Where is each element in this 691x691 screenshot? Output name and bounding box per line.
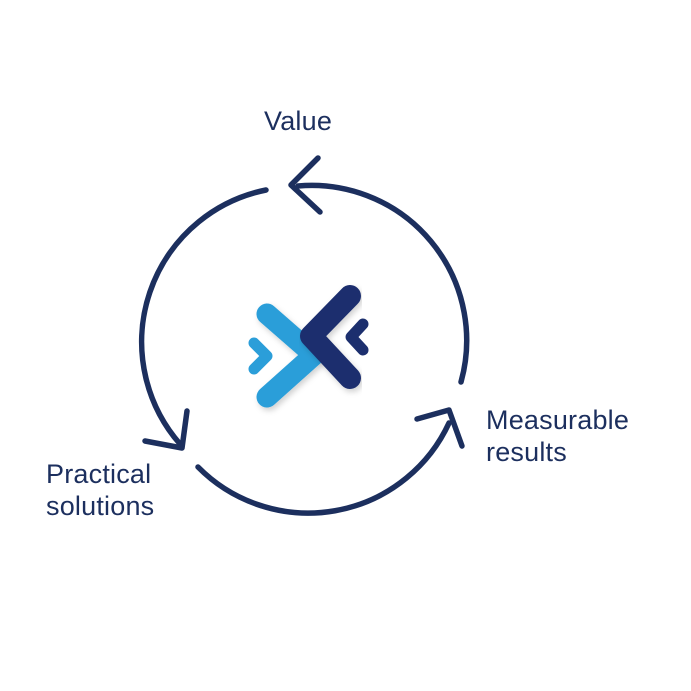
stage-label-line: Measurable — [486, 405, 630, 435]
arc-practical-to-measurable — [195, 420, 452, 516]
stage-label-value: Value — [264, 105, 332, 137]
stage-label-measurable-results: Measurable results — [486, 404, 629, 468]
stage-label-line: results — [486, 437, 567, 467]
logo-small-chevron-left — [248, 337, 273, 375]
arc-measurable-to-value — [295, 182, 470, 385]
arrowhead-measurable — [414, 407, 465, 449]
chevrons-logo-icon — [248, 285, 369, 408]
stage-label-practical-solutions: Practical solutions — [46, 458, 154, 522]
cycle-arrows — [138, 155, 470, 516]
stage-label-line: Practical — [46, 459, 152, 489]
arrowhead-practical — [142, 408, 190, 451]
logo-small-chevron-right — [345, 318, 369, 356]
logo-large-chevron-dark — [300, 285, 361, 389]
stage-label-line: Value — [264, 106, 333, 136]
arrowhead-value — [288, 155, 323, 215]
arc-value-to-practical — [138, 187, 269, 447]
stage-label-line: solutions — [46, 491, 155, 521]
